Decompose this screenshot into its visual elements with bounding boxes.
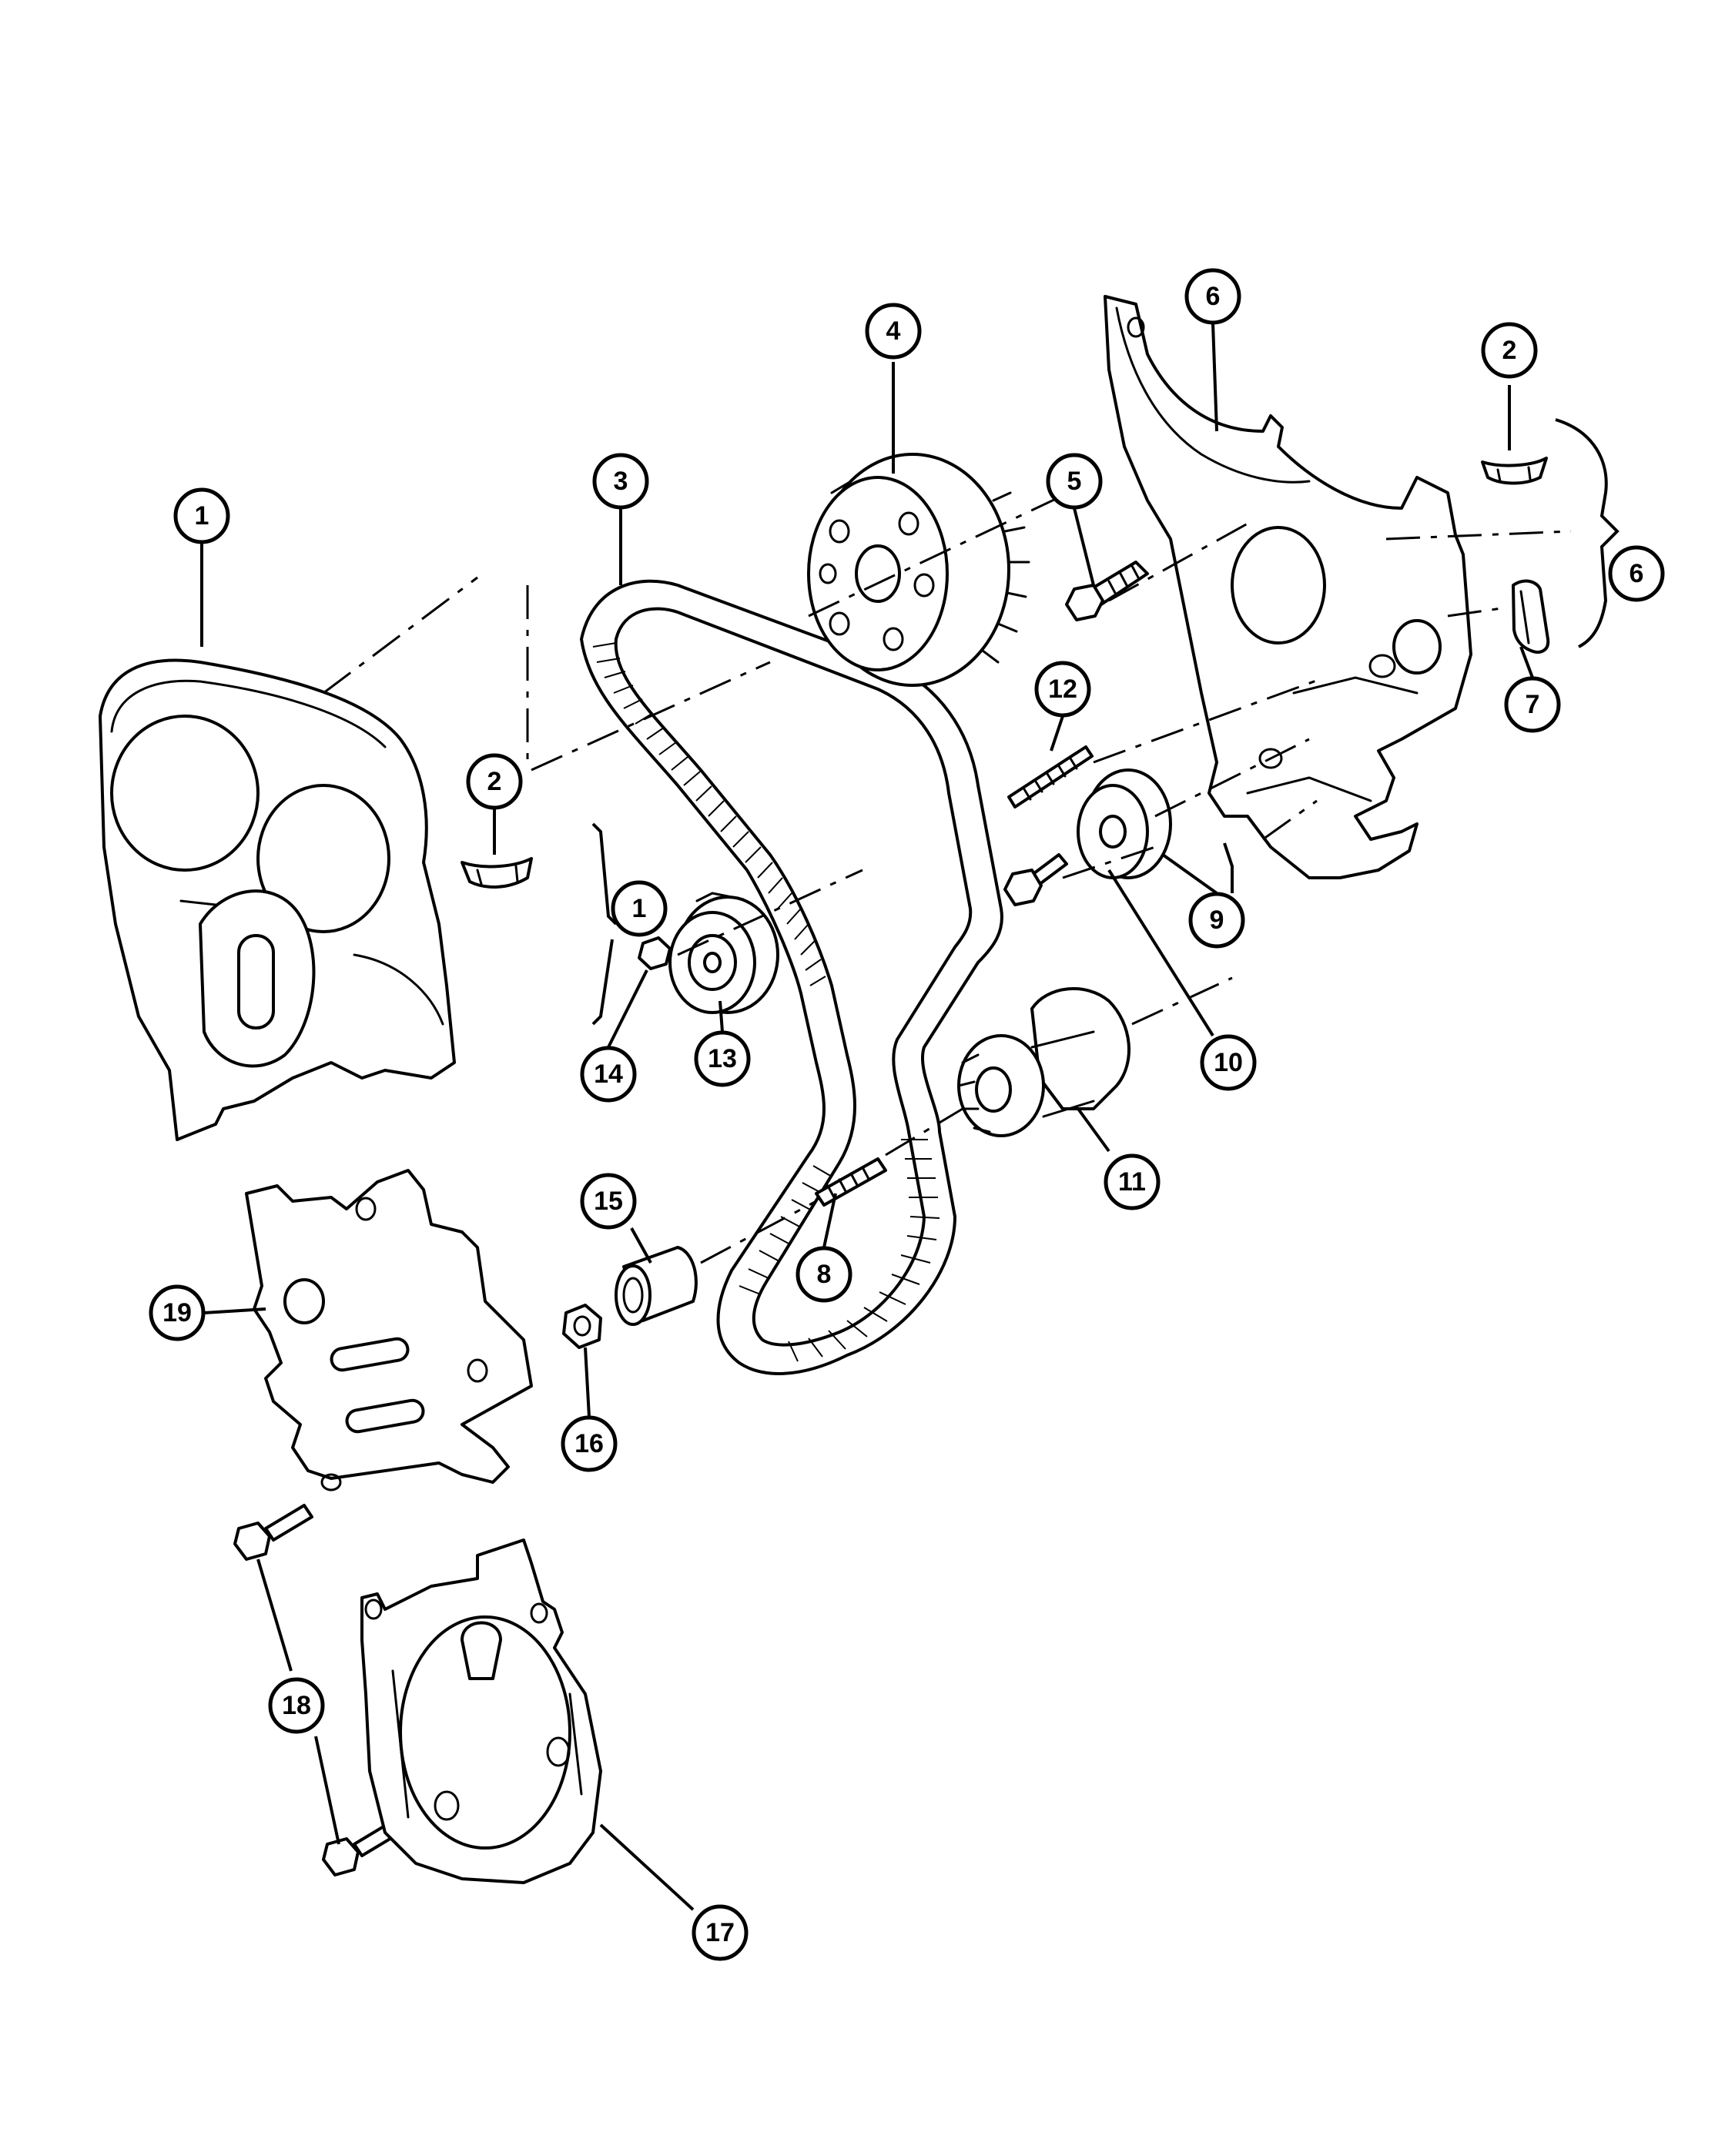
callout-17-lower-cover: 17 xyxy=(692,1904,749,1961)
timing-belt xyxy=(580,579,1003,1375)
callout-label: 12 xyxy=(1048,675,1077,704)
callout-2-left-clip: 2 xyxy=(466,753,523,810)
callout-19-middle-cover: 19 xyxy=(149,1284,206,1341)
callout-8-stud: 8 xyxy=(796,1246,852,1303)
callout-label: 6 xyxy=(1206,282,1221,311)
callout-label: 6 xyxy=(1630,559,1644,588)
callout-7-seal: 7 xyxy=(1504,676,1561,733)
callout-label: 4 xyxy=(886,316,901,346)
callout-11-water-pump: 11 xyxy=(1104,1153,1161,1210)
belt-tensioner-13 xyxy=(668,892,779,1014)
callout-label: 15 xyxy=(594,1187,623,1216)
callout-13-tensioner: 13 xyxy=(694,1030,751,1087)
stud-12 xyxy=(1007,745,1094,808)
callout-label: 2 xyxy=(487,767,502,796)
callout-12-stud: 12 xyxy=(1034,661,1091,718)
callout-label: 8 xyxy=(817,1260,832,1289)
callout-5-bolt: 5 xyxy=(1046,453,1103,510)
alignment-lines xyxy=(323,476,1572,1264)
spacer-sleeve-15 xyxy=(615,1246,698,1326)
stud-8 xyxy=(815,1157,887,1207)
upper-timing-cover xyxy=(99,658,456,1141)
callout-label: 14 xyxy=(594,1060,623,1089)
callout-6-rear-cover: 6 xyxy=(1184,268,1241,325)
callout-label: 10 xyxy=(1214,1048,1243,1077)
callout-label: 16 xyxy=(574,1429,604,1458)
callout-10-bolt: 10 xyxy=(1200,1034,1257,1091)
callout-1-bracket: 1 xyxy=(611,880,668,937)
callout-label: 9 xyxy=(1210,906,1224,935)
callout-label: 3 xyxy=(614,467,628,496)
middle-timing-cover xyxy=(245,1169,533,1491)
callout-6-bracket: 6 xyxy=(1608,545,1665,602)
nut-14 xyxy=(638,936,672,970)
callout-label: 7 xyxy=(1526,690,1540,719)
callout-label: 17 xyxy=(705,1918,735,1947)
callout-9-idler: 9 xyxy=(1188,892,1245,949)
nut-16 xyxy=(562,1304,602,1349)
lower-timing-cover xyxy=(360,1538,602,1884)
seal-7 xyxy=(1512,579,1550,654)
callout-label: 13 xyxy=(708,1044,737,1073)
callout-label: 18 xyxy=(282,1691,311,1720)
callout-label: 2 xyxy=(1502,336,1517,365)
callout-3-belt: 3 xyxy=(592,453,649,510)
callout-1-upper-cover: 1 xyxy=(173,487,230,544)
callout-label: 5 xyxy=(1067,467,1082,496)
camshaft-sprocket xyxy=(807,453,1030,687)
brackets xyxy=(591,418,1619,1026)
clip-left xyxy=(461,857,533,889)
callout-14-nut: 14 xyxy=(580,1046,637,1103)
bolt-5 xyxy=(1065,561,1149,621)
callout-label: 19 xyxy=(162,1298,192,1327)
idler-pulley-9 xyxy=(1077,768,1172,879)
water-pump-11 xyxy=(957,987,1130,1137)
callout-label: 1 xyxy=(632,894,647,923)
callout-15-sleeve: 15 xyxy=(580,1173,637,1230)
callout-2-right-clip: 2 xyxy=(1481,322,1538,379)
leader-lines xyxy=(200,323,1534,1911)
callout-18-bolts: 18 xyxy=(268,1677,325,1734)
bolt-18-lower xyxy=(322,1820,402,1876)
callout-label: 1 xyxy=(195,501,209,531)
callout-label: 11 xyxy=(1118,1167,1146,1197)
bolt-10 xyxy=(1003,853,1068,906)
rear-timing-cover xyxy=(1104,295,1472,879)
bolt-18-upper xyxy=(233,1504,313,1561)
clip-right xyxy=(1481,457,1548,485)
callout-16-nut: 16 xyxy=(561,1415,618,1472)
callout-4-sprocket: 4 xyxy=(865,303,922,360)
